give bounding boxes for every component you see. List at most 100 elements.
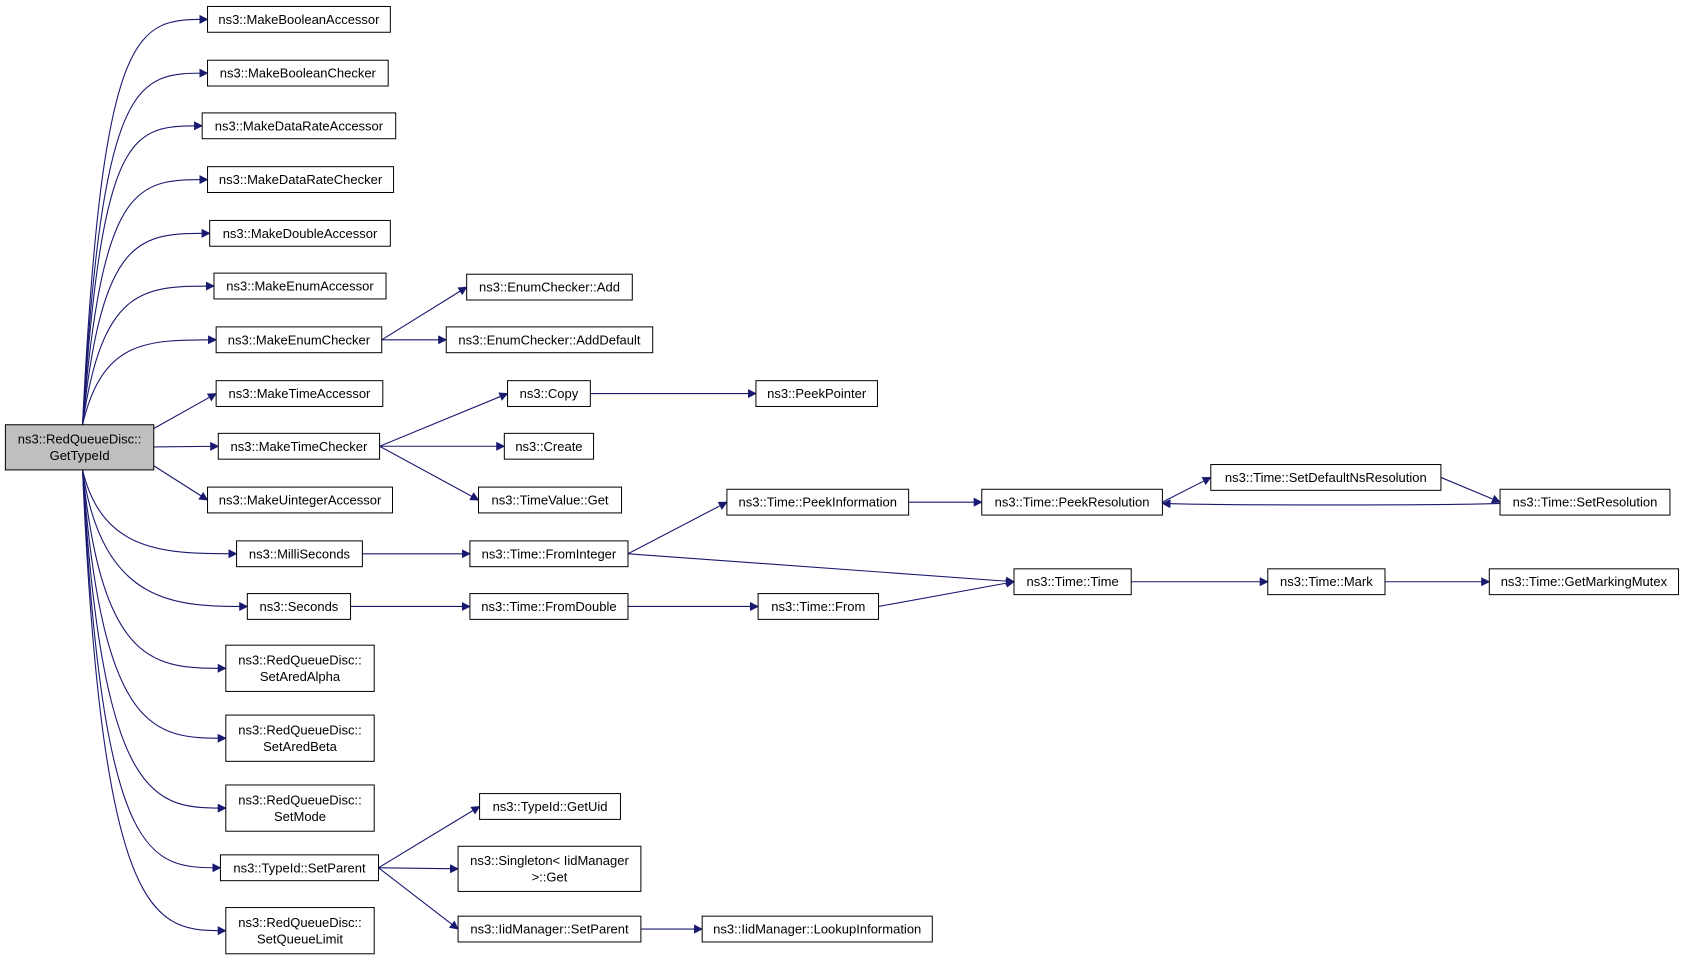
node-make-bool-chk[interactable]: ns3::MakeBooleanChecker	[207, 59, 389, 87]
node-time-time[interactable]: ns3::Time::Time	[1013, 568, 1132, 596]
node-label: ns3::MakeDataRateChecker	[219, 172, 383, 187]
node-from-int[interactable]: ns3::Time::FromInteger	[469, 540, 629, 568]
node-enum-add[interactable]: ns3::EnumChecker::Add	[466, 273, 633, 301]
node-label: ns3::Time::Mark	[1280, 574, 1373, 589]
node-label: ns3::Time::FromDouble	[481, 599, 616, 614]
node-box	[478, 486, 623, 514]
edge-fromInt-to-timeTime	[627, 553, 1015, 586]
edge-fromInt-to-peekInfo	[627, 501, 728, 555]
edge-makeTimeChk-to-copy	[379, 392, 509, 447]
node-make-d-r-acc[interactable]: ns3::MakeDataRateAccessor	[201, 112, 397, 140]
node-iid-set-parent[interactable]: ns3::IidManager::SetParent	[457, 915, 642, 943]
node-label: ns3::Copy	[520, 386, 579, 401]
node-label: ns3::Time::Time	[1027, 574, 1119, 589]
node-label: ns3::Time::From	[771, 599, 865, 614]
node-box	[236, 540, 363, 568]
node-make-enum-chk[interactable]: ns3::MakeEnumChecker	[215, 326, 383, 354]
node-box	[225, 644, 375, 692]
node-label: ns3::IidManager::LookupInformation	[713, 922, 921, 937]
node-box	[701, 915, 933, 943]
node-box	[469, 540, 629, 568]
node-label: ns3::RedQueueDisc::	[238, 792, 362, 807]
node-box	[225, 784, 375, 832]
edge-root-to-makeDRAcc	[81, 121, 204, 425]
node-milli[interactable]: ns3::MilliSeconds	[236, 540, 363, 568]
edge-setParent-to-iidSetParent	[378, 867, 459, 930]
node-box	[726, 488, 910, 516]
node-label: ns3::EnumChecker::AddDefault	[458, 332, 640, 347]
node-enum-add-def[interactable]: ns3::EnumChecker::AddDefault	[445, 326, 654, 354]
node-label: ns3::RedQueueDisc::	[238, 915, 362, 930]
node-make-d-r-chk[interactable]: ns3::MakeDataRateChecker	[207, 166, 395, 193]
node-make-uint-acc[interactable]: ns3::MakeUintegerAccessor	[207, 486, 393, 514]
node-set-parent[interactable]: ns3::TypeId::SetParent	[219, 854, 380, 882]
node-make-enum-acc[interactable]: ns3::MakeEnumAccessor	[213, 272, 387, 300]
node-box	[1488, 568, 1680, 596]
node-root[interactable]: ns3::RedQueueDisc::GetTypeId	[4, 424, 155, 471]
node-make-time-chk[interactable]: ns3::MakeTimeChecker	[217, 432, 381, 460]
node-label: ns3::MakeTimeAccessor	[229, 386, 372, 401]
node-box	[466, 273, 633, 301]
edge-root-to-makeEnumChk	[82, 335, 218, 425]
node-lookup[interactable]: ns3::IidManager::LookupInformation	[701, 915, 933, 943]
node-box	[219, 854, 380, 882]
node-peek-res[interactable]: ns3::Time::PeekResolution	[981, 488, 1163, 516]
node-box	[445, 326, 654, 354]
edge-root-to-aredAlpha	[81, 469, 227, 673]
node-peek-ptr[interactable]: ns3::PeekPointer	[755, 380, 878, 407]
node-set-mode[interactable]: ns3::RedQueueDisc::SetMode	[225, 784, 375, 832]
node-make-dbl-acc[interactable]: ns3::MakeDoubleAccessor	[209, 219, 391, 247]
node-singleton[interactable]: ns3::Singleton< IidManager>::Get	[457, 845, 642, 892]
node-set-res[interactable]: ns3::Time::SetResolution	[1499, 488, 1671, 516]
edge-root-to-makeDblAcc	[81, 228, 211, 425]
node-set-def-res[interactable]: ns3::Time::SetDefaultNsResolution	[1210, 464, 1442, 491]
node-box	[215, 326, 383, 354]
node-label: ns3::MakeDoubleAccessor	[223, 226, 378, 241]
node-peek-info[interactable]: ns3::Time::PeekInformation	[726, 488, 910, 516]
node-label: ns3::Time::FromInteger	[482, 546, 617, 561]
node-box	[1267, 568, 1386, 596]
edge-root-to-makeTimeAcc	[153, 393, 217, 429]
node-get-uid[interactable]: ns3::TypeId::GetUid	[479, 793, 621, 820]
node-queue-limit[interactable]: ns3::RedQueueDisc::SetQueueLimit	[225, 907, 375, 955]
node-box	[225, 907, 375, 955]
node-label: ns3::MakeEnumAccessor	[226, 279, 374, 294]
node-label: ns3::MakeBooleanChecker	[220, 66, 377, 81]
edge-setDefRes-to-setRes	[1440, 476, 1501, 504]
edge-root-to-aredBeta	[81, 469, 227, 743]
node-tv-get[interactable]: ns3::TimeValue::Get	[478, 486, 623, 514]
node-box	[207, 59, 389, 87]
node-label: ns3::MakeEnumChecker	[228, 332, 371, 347]
node-box	[213, 272, 387, 300]
node-label: ns3::MakeUintegerAccessor	[219, 493, 382, 508]
node-create[interactable]: ns3::Create	[503, 432, 595, 460]
node-box	[207, 5, 391, 33]
node-copy[interactable]: ns3::Copy	[507, 380, 591, 407]
node-box	[457, 915, 642, 943]
node-ared-beta[interactable]: ns3::RedQueueDisc::SetAredBeta	[225, 714, 375, 762]
node-label: ns3::TimeValue::Get	[491, 493, 608, 508]
node-box	[201, 112, 397, 140]
node-seconds[interactable]: ns3::Seconds	[246, 593, 352, 620]
edge-root-to-makeBoolChk	[81, 68, 209, 425]
node-ared-alpha[interactable]: ns3::RedQueueDisc::SetAredAlpha	[225, 644, 375, 692]
edge-timeFrom-to-timeTime	[878, 578, 1015, 608]
node-box	[209, 219, 391, 247]
node-time-from[interactable]: ns3::Time::From	[757, 593, 880, 620]
node-box	[1013, 568, 1132, 596]
node-label: ns3::EnumChecker::Add	[479, 280, 620, 295]
node-make-bool-acc[interactable]: ns3::MakeBooleanAccessor	[207, 5, 391, 33]
node-label: ns3::Seconds	[260, 599, 339, 614]
edge-root-to-queueLimit	[81, 469, 227, 936]
node-label: ns3::Time::GetMarkingMutex	[1501, 574, 1668, 589]
node-label: ns3::Time::SetDefaultNsResolution	[1225, 470, 1427, 485]
node-label: ns3::IidManager::SetParent	[470, 922, 629, 937]
node-mark[interactable]: ns3::Time::Mark	[1267, 568, 1386, 596]
node-label: GetTypeId	[50, 448, 110, 463]
edge-root-to-makeEnumAcc	[81, 281, 215, 425]
node-make-time-acc[interactable]: ns3::MakeTimeAccessor	[215, 380, 384, 407]
node-label: ns3::Time::PeekResolution	[995, 495, 1150, 510]
node-get-mutex[interactable]: ns3::Time::GetMarkingMutex	[1488, 568, 1680, 596]
node-from-dbl[interactable]: ns3::Time::FromDouble	[469, 593, 629, 620]
